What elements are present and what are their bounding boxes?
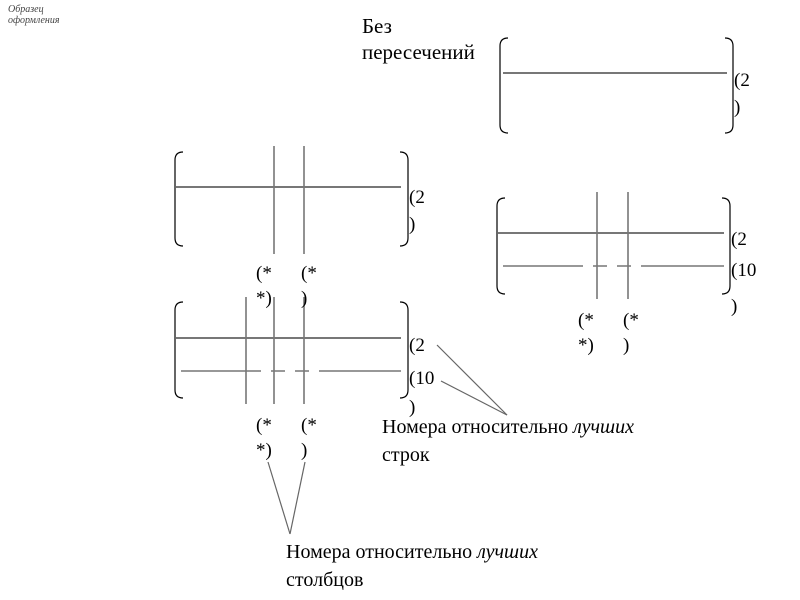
left-bracket (499, 37, 509, 134)
matrix-no-intersections (499, 37, 734, 134)
col-mark-2b: ) (301, 440, 308, 461)
matrix-two-rows-left (174, 297, 409, 404)
top-caption-line2: пересечений (362, 40, 475, 64)
cols-label-line1: Номера относительно лучших (286, 539, 538, 565)
pointer-to-col-1 (267, 461, 291, 535)
col-mark-1b: *) (256, 288, 272, 309)
left-bracket (496, 197, 506, 295)
right-bracket (724, 37, 734, 134)
right-bracket (721, 197, 731, 295)
left-bracket (174, 301, 184, 399)
col-mark-1: (* (256, 263, 272, 284)
col-mark-1: (* (256, 415, 272, 436)
matrix-one-row (174, 146, 409, 254)
row-mark-2: (2 (409, 335, 425, 356)
rows-label-em: лучших (573, 416, 635, 438)
col-mark-1b: *) (578, 335, 594, 356)
matrix-two-rows-right (496, 192, 731, 299)
row-mark-10: (10 (409, 368, 435, 389)
top-caption-line1: Без (362, 14, 392, 38)
rows-label-line2: строк (382, 444, 430, 466)
right-bracket (399, 301, 409, 399)
row-mark-paren: ) (409, 214, 416, 235)
row-mark-paren: ) (734, 97, 741, 118)
pointers (267, 344, 508, 535)
corner-note: Образец оформления (8, 4, 60, 26)
col-mark-2: (* (623, 310, 639, 331)
cols-label-line2: столбцов (286, 569, 364, 591)
pointer-to-row-10 (440, 380, 508, 416)
col-mark-2: (* (301, 415, 317, 436)
cols-label-em: лучших (477, 541, 539, 563)
rows-label-line1: Номера относительно лучших (382, 414, 634, 440)
col-mark-2b: ) (623, 335, 630, 356)
row-mark-2: (2 (731, 229, 747, 250)
col-mark-2b: ) (301, 288, 308, 309)
row-mark-2: (2 (409, 187, 425, 208)
row-mark-paren: ) (731, 296, 738, 317)
row-mark-2: (2 (734, 70, 750, 91)
col-mark-2: (* (301, 263, 317, 284)
row-mark-10: (10 (731, 260, 757, 281)
left-bracket (174, 151, 184, 247)
rows-label-prefix: Номера относительно (382, 416, 574, 438)
right-bracket (399, 151, 409, 247)
pointer-to-row-2 (436, 344, 508, 416)
pointer-to-col-2 (289, 461, 306, 535)
col-mark-1b: *) (256, 440, 272, 461)
row-mark-paren: ) (409, 397, 416, 418)
cols-label-prefix: Номера относительно (286, 541, 478, 563)
col-mark-1: (* (578, 310, 594, 331)
